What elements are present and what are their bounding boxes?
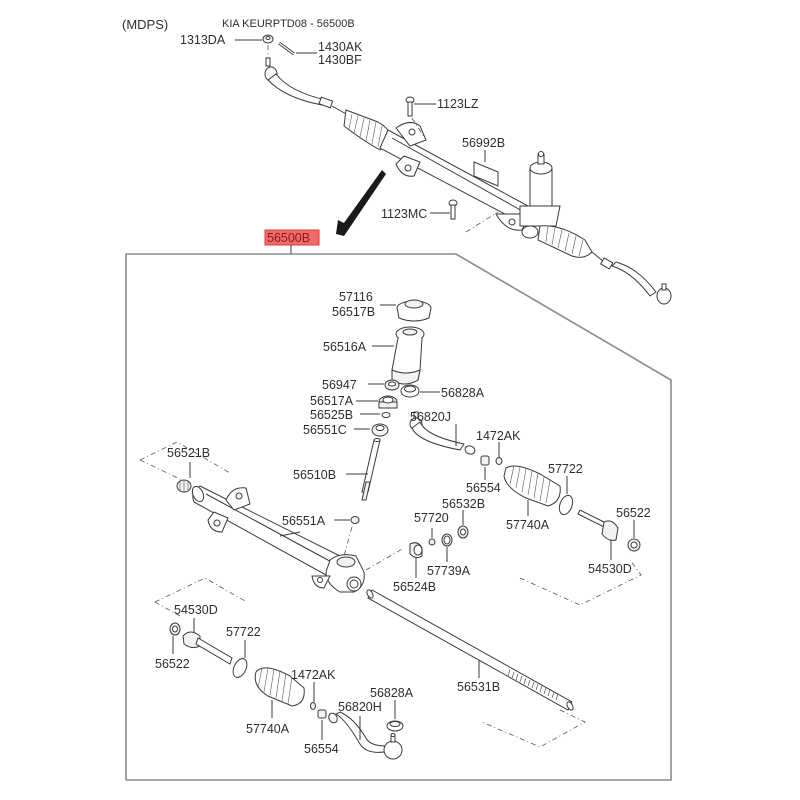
label-54530D-left[interactable]: 54530D [174, 603, 218, 617]
housing-56516a-icon [391, 326, 425, 385]
label-1430AK[interactable]: 1430AK [318, 40, 363, 54]
clip-1472ak-left-icon [310, 702, 316, 710]
label-plate-icon [473, 161, 499, 187]
label-56551A[interactable]: 56551A [282, 514, 326, 528]
label-56522-left[interactable]: 56522 [155, 657, 190, 671]
yoke-56532b-icon [457, 525, 469, 539]
inner-rod-54530d-right-icon [577, 509, 619, 541]
label-56522-right[interactable]: 56522 [616, 506, 651, 520]
bearing-56551a-icon [350, 516, 360, 524]
label-57720[interactable]: 57720 [414, 511, 449, 525]
tie-rod-end-56820h-icon [328, 711, 403, 760]
boot-57740a-left-icon [254, 667, 305, 707]
bearing-56551c-icon [371, 423, 389, 437]
oring-57739a-icon [441, 533, 453, 547]
boot-ring-56828a-right-icon [400, 384, 420, 398]
cotter-pin-icon [278, 41, 295, 56]
label-56820H[interactable]: 56820H [338, 700, 382, 714]
label-54530D-right[interactable]: 54530D [588, 562, 632, 576]
label-56551C[interactable]: 56551C [303, 423, 347, 437]
band-57722-right-icon [558, 494, 574, 516]
rack-housing-exploded-icon [191, 485, 365, 593]
spring-57720-icon [428, 538, 436, 546]
label-56992B[interactable]: 56992B [462, 136, 505, 150]
washer-56522-left-icon [169, 622, 181, 636]
label-56521B[interactable]: 56521B [167, 446, 210, 460]
mdps-column-icon [519, 151, 561, 239]
boot-ring-56828a-left-icon [386, 720, 404, 732]
seal-56947-icon [384, 379, 400, 391]
inner-rod-54530d-left-icon [182, 631, 233, 665]
band-57722-left-icon [232, 658, 248, 678]
label-56828A-right[interactable]: 56828A [441, 386, 485, 400]
label-56820J[interactable]: 56820J [410, 410, 451, 424]
assembled-steering-gear: 1313DA 1430AK 1430BF [180, 33, 672, 305]
washer-56522-right-icon [627, 538, 641, 552]
tie-rod-end-left-icon [264, 57, 349, 116]
bearing-56517a-icon [378, 395, 398, 409]
label-1472AK-right[interactable]: 1472AK [476, 429, 521, 443]
nut-56554-left-icon [317, 709, 327, 719]
label-56947[interactable]: 56947 [322, 378, 357, 392]
label-1430BF[interactable]: 1430BF [318, 53, 362, 67]
label-56517A[interactable]: 56517A [310, 394, 354, 408]
highlighted-part-label[interactable]: 56500B [267, 231, 310, 245]
exploded-view-frame [125, 253, 672, 781]
label-56525B[interactable]: 56525B [310, 408, 353, 422]
rack-bar-56531b-icon [366, 589, 574, 711]
label-56531B[interactable]: 56531B [457, 680, 500, 694]
clip-1472ak-right-icon [495, 457, 503, 465]
pointer-arrow-icon [336, 170, 386, 236]
bushing-56521b-icon [176, 479, 192, 493]
tie-rod-end-56820j-icon [409, 411, 476, 455]
label-56554-right[interactable]: 56554 [466, 481, 501, 495]
label-56516A[interactable]: 56516A [323, 340, 367, 354]
assembly-part-number[interactable]: 56500B [264, 229, 320, 246]
label-57722-right[interactable]: 57722 [548, 462, 583, 476]
label-57740A-right[interactable]: 57740A [506, 518, 550, 532]
boot-57740a-right-icon [503, 465, 561, 507]
label-56532B[interactable]: 56532B [442, 497, 485, 511]
label-56828A-left[interactable]: 56828A [370, 686, 414, 700]
bolt-lower-icon [448, 199, 458, 220]
label-57116[interactable]: 57116 [339, 290, 373, 304]
cap-57116-icon [396, 299, 432, 322]
label-57740A-left[interactable]: 57740A [246, 722, 290, 736]
label-1472AK-left[interactable]: 1472AK [291, 668, 336, 682]
diagram-title: KIA KEURPTD08 - 56500B [222, 18, 355, 30]
ring-56525b-icon [381, 412, 391, 418]
variant-label: (MDPS) [122, 17, 168, 32]
label-56517B[interactable]: 56517B [332, 305, 375, 319]
tie-rod-end-right-icon [591, 251, 672, 305]
plug-56524b-icon [409, 542, 423, 559]
boot-right-icon [537, 225, 593, 258]
bolt-upper-icon [405, 96, 415, 117]
pinion-shaft-56510b-icon [361, 438, 381, 501]
label-1123LZ[interactable]: 1123LZ [437, 97, 479, 111]
label-1123MC[interactable]: 1123MC [381, 207, 427, 221]
label-56510B[interactable]: 56510B [293, 468, 336, 482]
label-56554-left[interactable]: 56554 [304, 742, 339, 756]
nut-56554-right-icon [480, 455, 490, 466]
label-57722-left[interactable]: 57722 [226, 625, 261, 639]
label-56524B[interactable]: 56524B [393, 580, 436, 594]
label-1313DA[interactable]: 1313DA [180, 33, 226, 47]
nut-icon [262, 34, 274, 44]
label-57739A[interactable]: 57739A [427, 564, 471, 578]
